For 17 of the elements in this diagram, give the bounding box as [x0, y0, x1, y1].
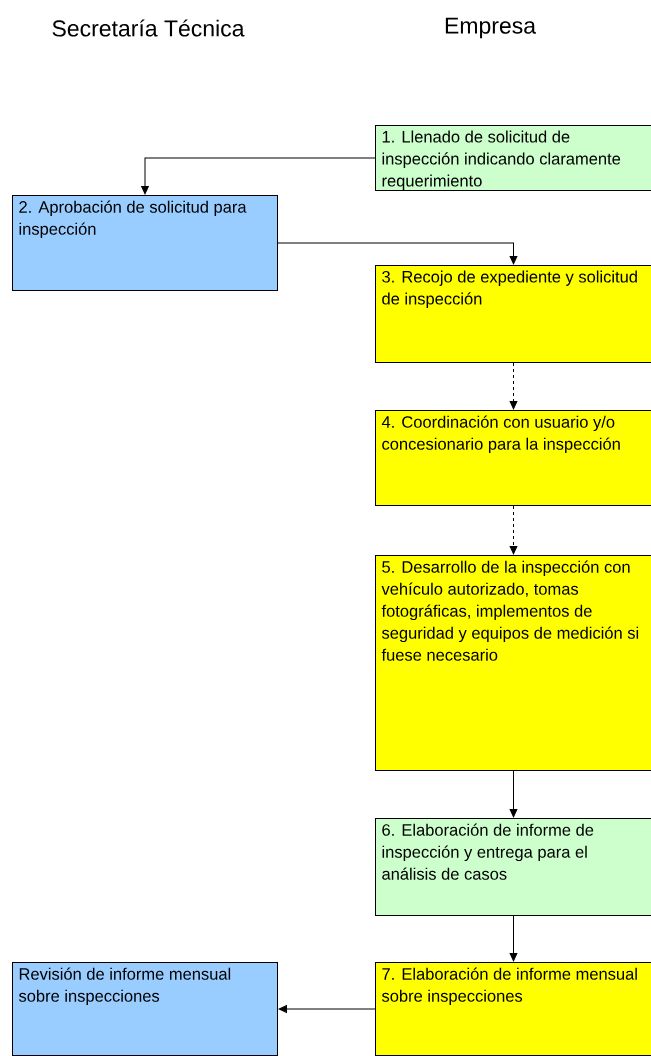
arrow: [509, 362, 518, 410]
column-heading: Secretaría Técnica: [52, 19, 245, 37]
arrow: [509, 915, 518, 962]
arrow: [509, 770, 518, 818]
process-box: 6. Elaboración de informe de inspección y entrega para el análisis de casos: [375, 818, 651, 916]
arrow: [277, 242, 518, 265]
arrow: [509, 505, 518, 555]
column-heading: Empresa: [445, 17, 536, 39]
process-box: 2. Aprobación de solicitud para inspección: [12, 195, 278, 291]
process-box: Revisión de informe mensual sobre inspecciones: [12, 962, 278, 1056]
process-box: 5. Desarrollo de la inspección con vehículo autorizado, tomas fotográficas, implementos de seguridad y equipos de medición si fuese necesario: [375, 555, 651, 771]
arrow: [141, 157, 376, 195]
arrow: [278, 1005, 376, 1013]
process-box: 7. Elaboración de informe mensual sobre inspecciones: [375, 962, 651, 1056]
process-box: 3. Recojo de expediente y solicitud de inspección: [375, 265, 651, 363]
process-box: 4. Coordinación con usuario y/o concesionario para la inspección: [375, 410, 651, 506]
process-box: 1. Llenado de solicitud de inspección indicando claramente requerimiento: [375, 125, 651, 191]
